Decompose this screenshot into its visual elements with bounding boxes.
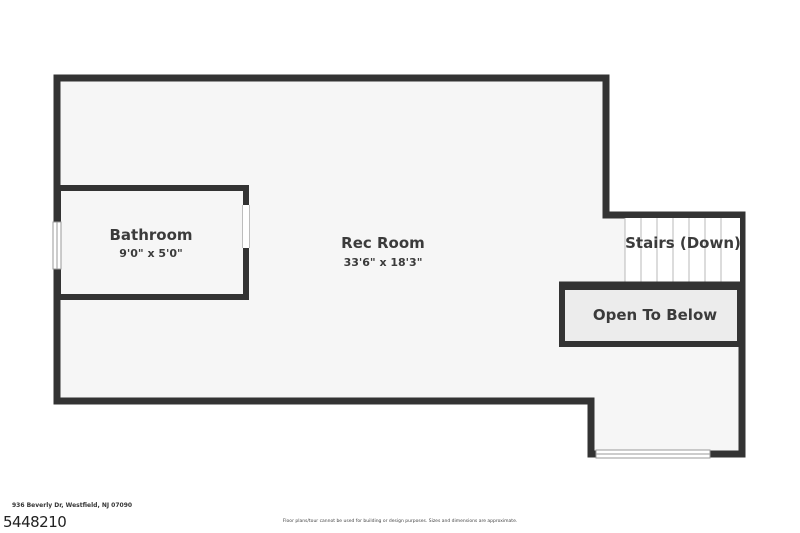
listing-id: 5448210	[3, 513, 67, 531]
rec-room-dimensions: 33'6" x 18'3"	[344, 256, 423, 269]
bathroom-doorway	[242, 205, 250, 248]
bathroom-label: Bathroom	[109, 226, 192, 244]
stair-treads	[624, 218, 722, 282]
disclaimer: Floor plans/tour cannot be used for buil…	[282, 519, 518, 524]
bathroom-dimensions: 9'0" x 5'0"	[119, 247, 183, 260]
stairs-label: Stairs (Down)	[625, 234, 741, 252]
open-to-below-area	[559, 284, 743, 347]
rec-room-label: Rec Room	[341, 234, 425, 252]
property-address: 936 Beverly Dr, Westfield, NJ 07090	[12, 502, 133, 509]
floor-area	[53, 74, 746, 458]
open-to-below-label: Open To Below	[593, 306, 717, 324]
